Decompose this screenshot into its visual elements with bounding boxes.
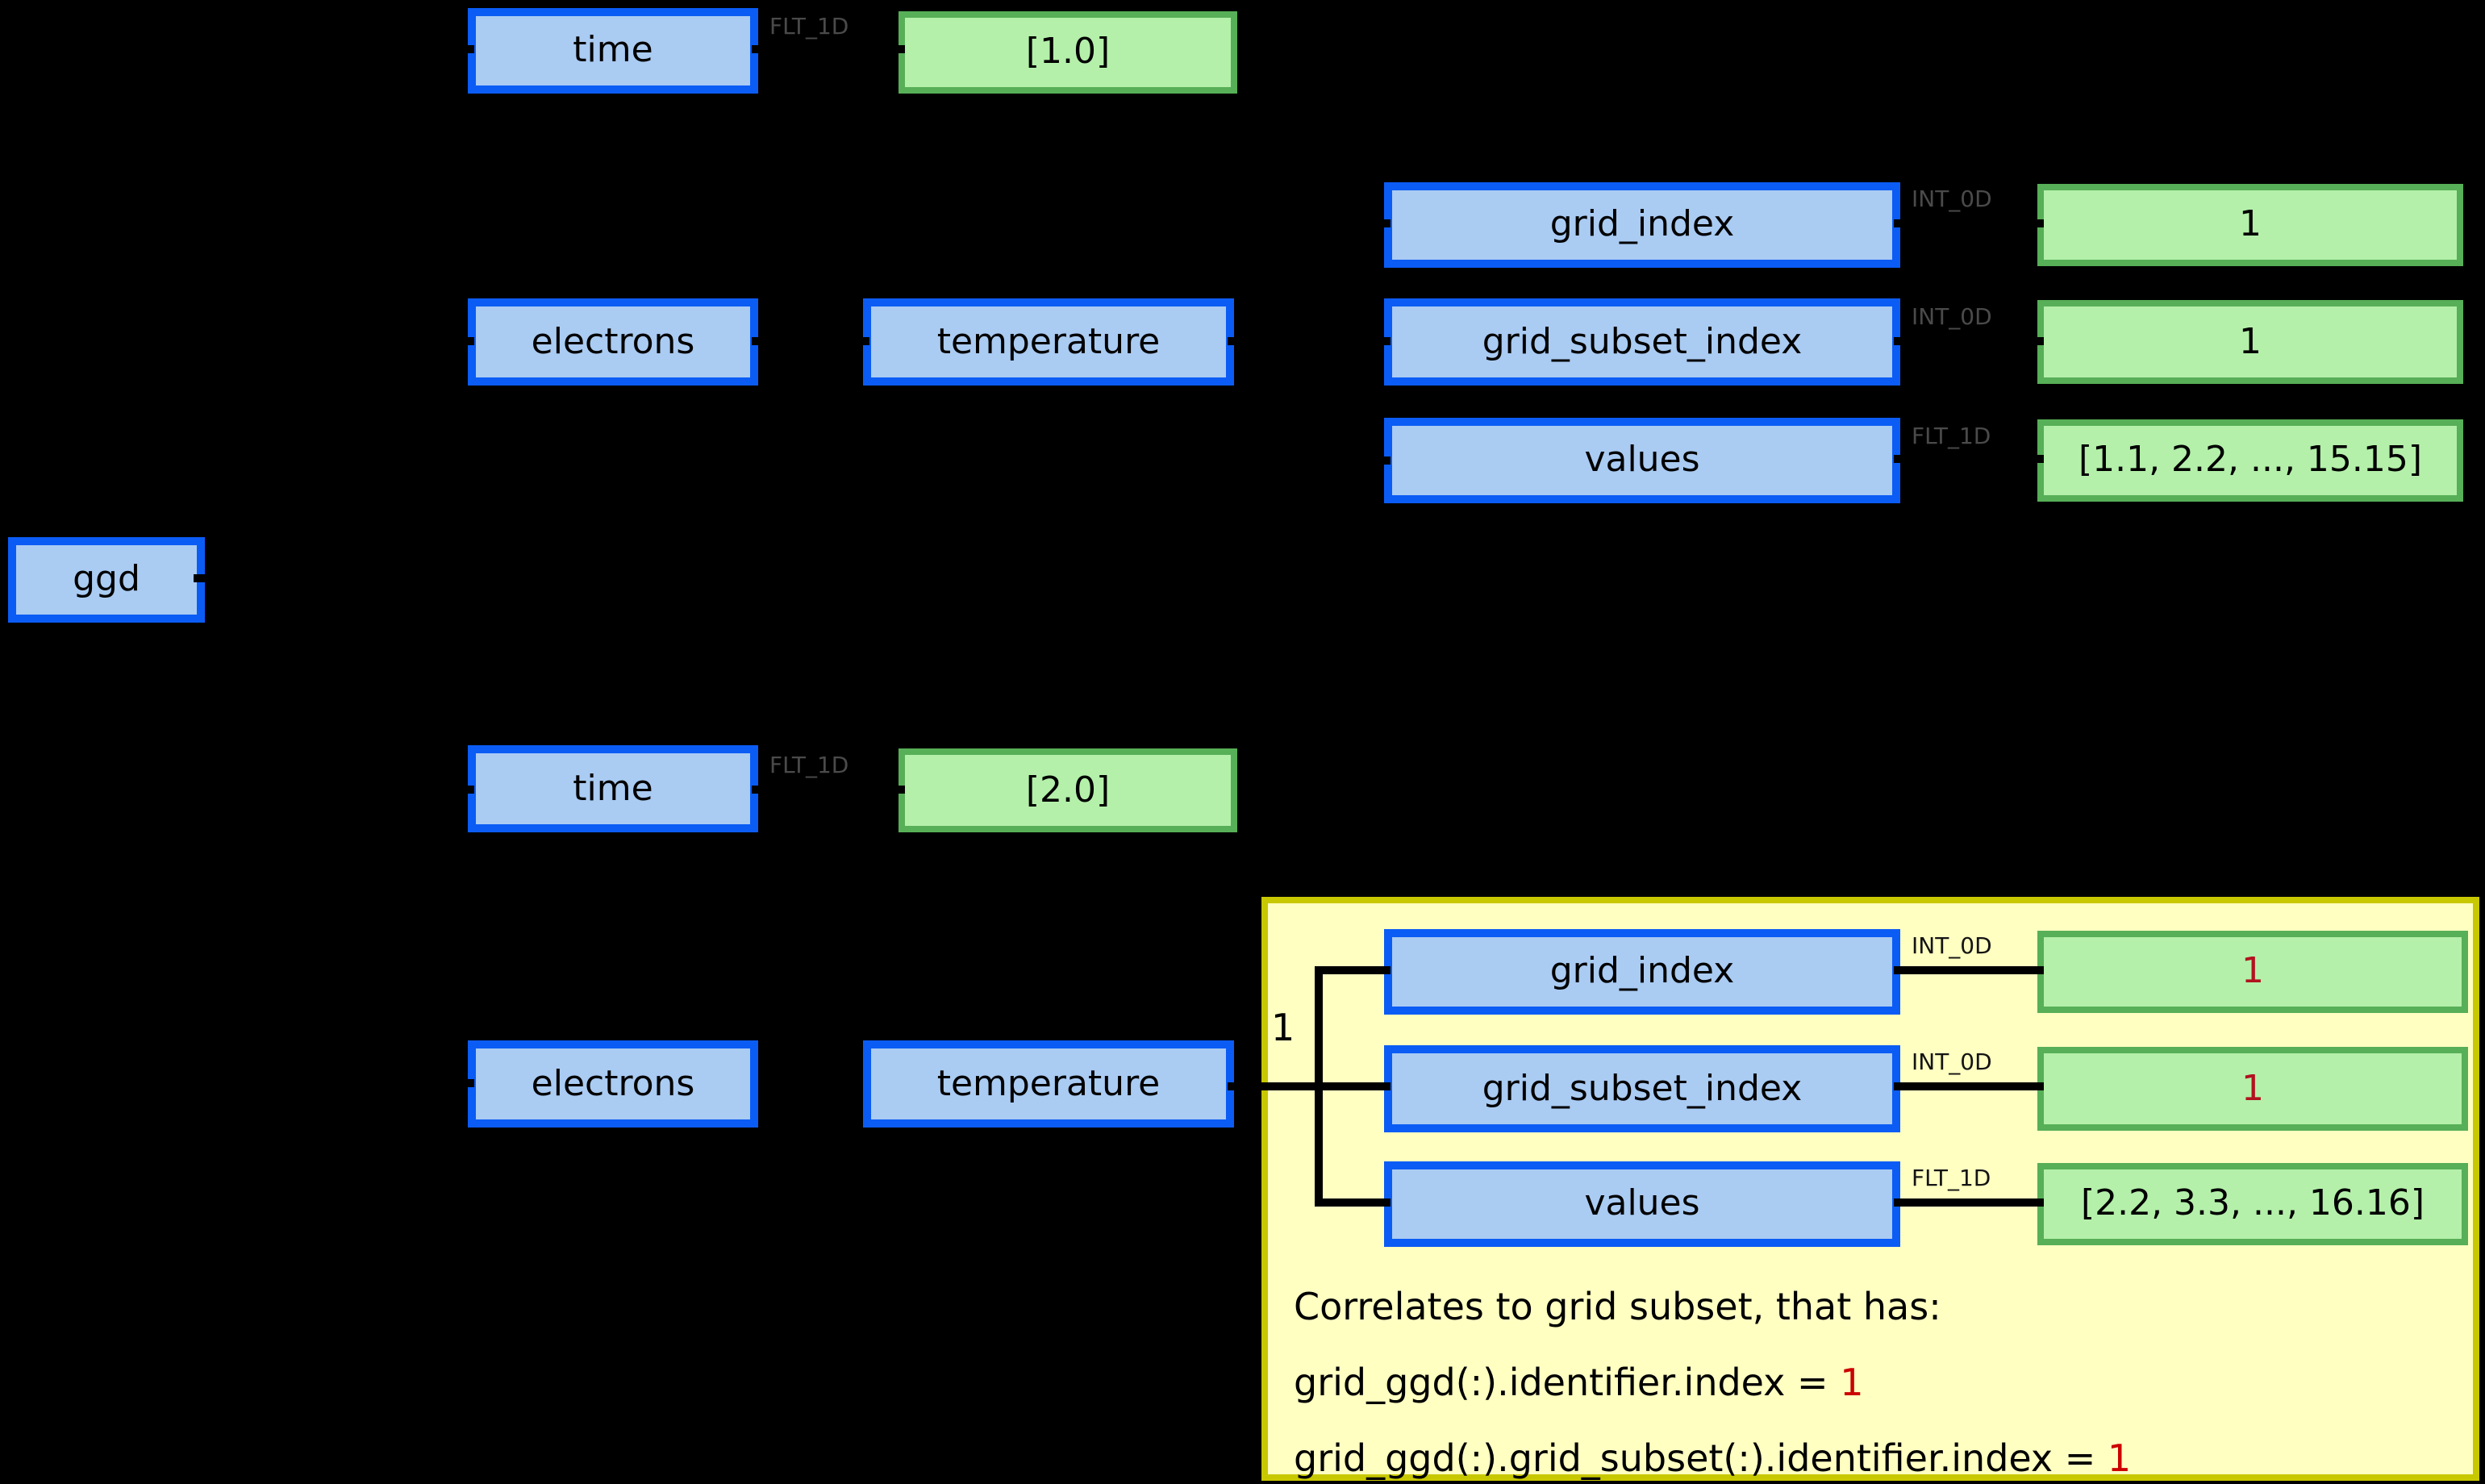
- node-electrons-2: electrons: [468, 1040, 758, 1128]
- node-temperature-2: temperature: [863, 1040, 1234, 1128]
- multiplicity-label: 1: [1271, 1008, 1295, 1050]
- node-values-2: values: [1384, 1161, 1900, 1247]
- connector-temperature1-spine: [1315, 219, 1323, 465]
- value-grid-subset-index-2: 1: [2037, 1047, 2468, 1131]
- node-grid-index-1: grid_index: [1384, 182, 1900, 268]
- note-line-3-red-value: 1: [2107, 1439, 2132, 1481]
- connector-electrons1-temperature1: [752, 337, 869, 345]
- note-line-2-red-value: 1: [1840, 1363, 1864, 1405]
- value-grid-subset-index-1: 1: [2037, 300, 2463, 384]
- note-line-3: grid_ggd(:).grid_subset(:).identifier.in…: [1294, 1439, 2132, 1481]
- node-electrons-1: electrons: [468, 298, 758, 386]
- type-label-grid-subset-index-1: INT_0D: [1912, 305, 1992, 331]
- correlation-note: Correlates to grid subset, that has: gri…: [1294, 1271, 2131, 1484]
- connector-gridindex1-value: [1894, 219, 2044, 227]
- connector-stub-electrons1: [336, 337, 474, 345]
- type-label-values-2: FLT_1D: [1912, 1166, 1991, 1192]
- connector-stub-values2: [1315, 1198, 1391, 1207]
- type-label-grid-index-1: INT_0D: [1912, 187, 1992, 213]
- node-grid-index-2: grid_index: [1384, 929, 1900, 1015]
- node-temperature-1: temperature: [863, 298, 1234, 386]
- note-line-2: grid_ggd(:).identifier.index = 1: [1294, 1363, 1864, 1405]
- connector-stub-gridindex2: [1315, 966, 1391, 974]
- node-grid-subset-index-1: grid_subset_index: [1384, 298, 1900, 386]
- value-values-2: [2.2, 3.3, ..., 16.16]: [2037, 1163, 2468, 1245]
- node-time-2: time: [468, 745, 758, 832]
- value-time-2: [2.0]: [899, 748, 1237, 832]
- connector-stub-electrons2: [336, 1079, 474, 1087]
- node-grid-subset-index-2: grid_subset_index: [1384, 1045, 1900, 1132]
- connector-stub-values1: [1315, 456, 1391, 465]
- connector-ggd-trunk: [194, 574, 342, 582]
- connector-time1-value: [752, 45, 905, 53]
- connector-stub-time1: [336, 45, 474, 53]
- note-line-1: Correlates to grid subset, that has:: [1294, 1287, 1941, 1329]
- connector-stub-time2: [336, 786, 474, 794]
- connector-time2-value: [752, 786, 905, 794]
- connector-stub-gridindex1: [1315, 219, 1391, 227]
- value-grid-index-2: 1: [2037, 931, 2468, 1013]
- node-ggd: ggd: [8, 537, 205, 623]
- connector-temperature1-main: [1228, 337, 1391, 345]
- type-label-time-2: FLT_1D: [769, 753, 849, 779]
- type-label-grid-subset-index-2: INT_0D: [1912, 1050, 1992, 1076]
- value-values-1: [1.1, 2.2, ..., 15.15]: [2037, 419, 2463, 502]
- connector-gridsubset2-value: [1894, 1082, 2044, 1090]
- type-label-time-1: FLT_1D: [769, 15, 849, 40]
- value-time-1: [1.0]: [899, 11, 1237, 94]
- connector-gridsubset1-value: [1894, 337, 2044, 345]
- value-grid-index-1: 1: [2037, 184, 2463, 266]
- connector-gridindex2-value: [1894, 966, 2044, 974]
- connector-temperature2-spine: [1315, 966, 1323, 1207]
- type-label-values-1: FLT_1D: [1912, 424, 1991, 450]
- node-time-1: time: [468, 8, 758, 94]
- connector-values1-value: [1894, 455, 2044, 463]
- connector-ggd-spine: [336, 45, 344, 1089]
- node-values-1: values: [1384, 418, 1900, 503]
- type-label-grid-index-2: INT_0D: [1912, 934, 1992, 960]
- connector-values2-value: [1894, 1198, 2044, 1207]
- connector-temperature2-main: [1228, 1082, 1391, 1090]
